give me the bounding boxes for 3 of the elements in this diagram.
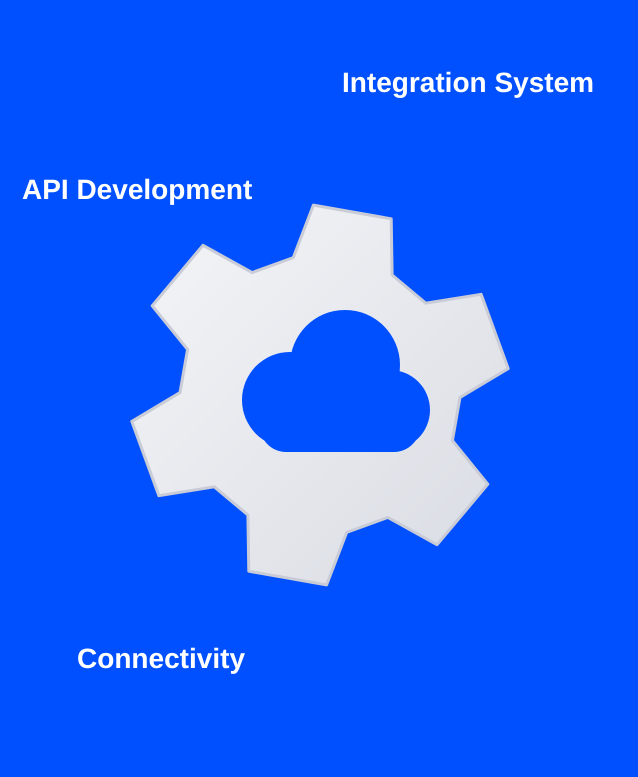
heading-label: Integration System — [342, 68, 594, 99]
heading-label: Connectivity — [77, 644, 246, 675]
heading-label: API Development — [22, 175, 252, 206]
